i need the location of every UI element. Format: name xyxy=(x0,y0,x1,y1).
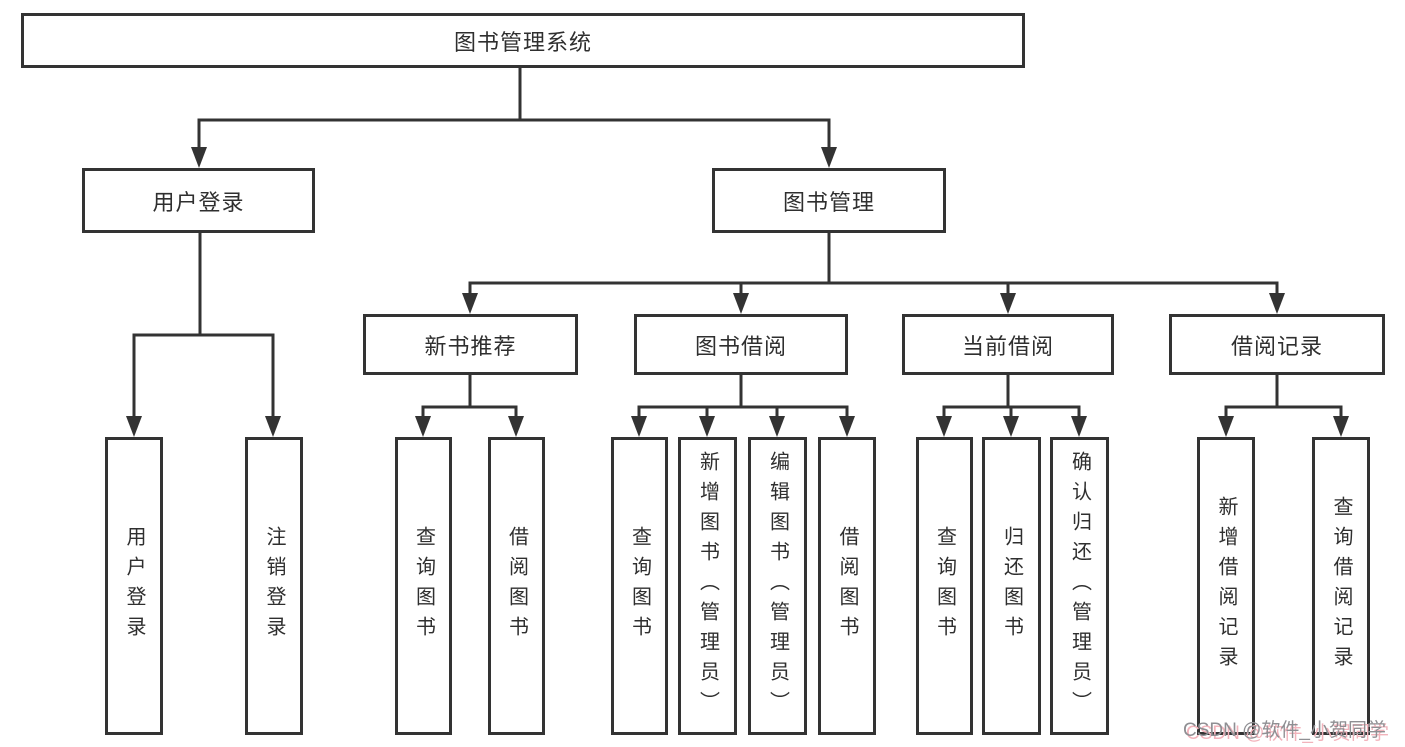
leaf-bb-edit-books-admin: 编辑图书（管理员） xyxy=(748,437,807,735)
node-label: 用户登录 xyxy=(152,189,245,215)
leaf-logout: 注销登录 xyxy=(245,437,303,735)
node-label: 借阅记录 xyxy=(1230,333,1323,359)
leaf-bb-add-books-admin: 新增图书（管理员） xyxy=(678,437,737,735)
node-user-login: 用户登录 xyxy=(82,168,315,233)
node-label: 用户登录 xyxy=(123,526,145,646)
node-borrow-records: 借阅记录 xyxy=(1169,314,1385,375)
node-label: 归还图书 xyxy=(1000,526,1023,646)
node-label: 当前借阅 xyxy=(961,333,1054,359)
node-label: 查询图书 xyxy=(933,526,956,646)
node-label: 查询图书 xyxy=(412,526,435,646)
leaf-br-add-record: 新增借阅记录 xyxy=(1197,437,1255,735)
leaf-cb-return-books: 归还图书 xyxy=(982,437,1041,735)
node-label: 图书管理系统 xyxy=(453,29,592,55)
node-root-system: 图书管理系统 xyxy=(21,13,1025,68)
node-label: 查询借阅记录 xyxy=(1330,496,1352,676)
node-label: 新增借阅记录 xyxy=(1215,496,1237,676)
leaf-bb-borrow-books: 借阅图书 xyxy=(818,437,876,735)
node-label: 借阅图书 xyxy=(836,526,858,646)
watermark: CSDN @软件_小贺同学 xyxy=(1183,720,1386,741)
node-book-management: 图书管理 xyxy=(712,168,946,233)
node-label: 新增图书（管理员） xyxy=(696,451,719,721)
leaf-cb-confirm-return-admin: 确认归还（管理员） xyxy=(1050,437,1109,735)
node-label: 确认归还（管理员） xyxy=(1068,451,1091,721)
leaf-user-login: 用户登录 xyxy=(105,437,163,735)
node-current-borrow: 当前借阅 xyxy=(902,314,1114,375)
node-label: 图书借阅 xyxy=(694,333,787,359)
node-label: 借阅图书 xyxy=(505,526,528,646)
node-label: 图书管理 xyxy=(782,189,875,215)
leaf-cb-query-books: 查询图书 xyxy=(916,437,973,735)
node-new-book-recommend: 新书推荐 xyxy=(363,314,578,375)
leaf-nb-query-books: 查询图书 xyxy=(395,437,452,735)
leaf-br-query-record: 查询借阅记录 xyxy=(1312,437,1370,735)
node-label: 新书推荐 xyxy=(424,333,517,359)
node-label: 查询图书 xyxy=(628,526,651,646)
leaf-nb-borrow-books: 借阅图书 xyxy=(488,437,545,735)
node-label: 编辑图书（管理员） xyxy=(766,451,789,721)
node-label: 注销登录 xyxy=(263,526,285,646)
leaf-bb-query-books: 查询图书 xyxy=(611,437,668,735)
node-book-borrow: 图书借阅 xyxy=(634,314,848,375)
